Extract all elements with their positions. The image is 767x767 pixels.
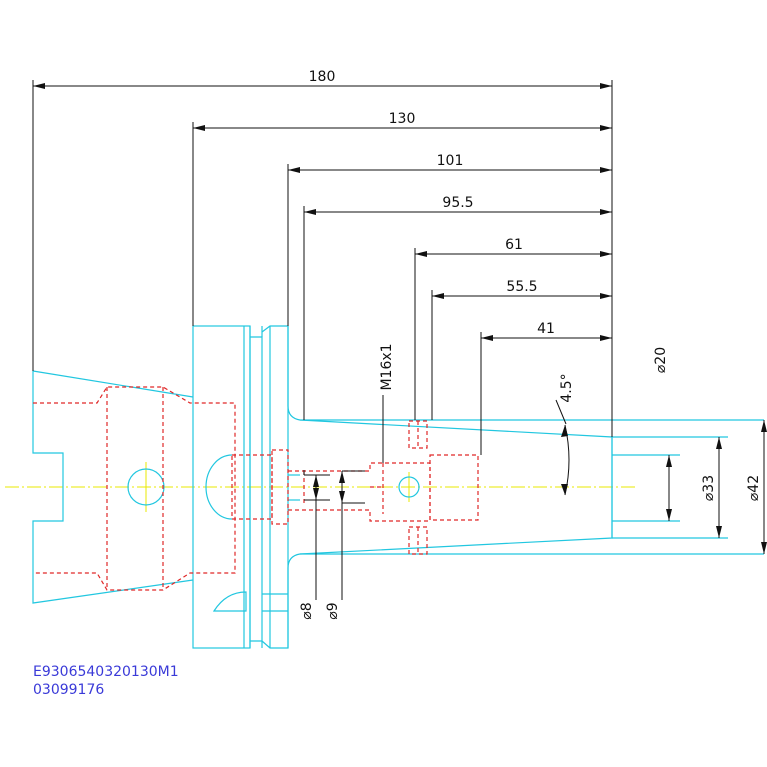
dim-101-label: 101 (437, 153, 464, 169)
part-outline (32, 325, 764, 649)
dim-180-label: 180 (309, 69, 336, 85)
dim-41-label: 41 (537, 321, 555, 337)
dia-8-label: ⌀8 (299, 602, 315, 619)
dia-20-label: ⌀20 (653, 347, 669, 373)
part-code-line-1: E9306540320130M1 (33, 664, 179, 680)
dimension-lines (32, 80, 765, 600)
taper-angle-label: 4.5° (559, 373, 575, 402)
dim-130-label: 130 (389, 111, 416, 127)
dim-95-5-label: 95.5 (442, 195, 473, 211)
dia-9-label: ⌀9 (325, 602, 341, 619)
dim-55-5-label: 55.5 (506, 279, 537, 295)
thread-label: M16x1 (379, 343, 395, 390)
dia-42-label: ⌀42 (746, 475, 762, 501)
hidden-lines (33, 386, 479, 591)
dim-61-label: 61 (505, 237, 523, 253)
dia-33-label: ⌀33 (701, 475, 717, 501)
arrowheads (33, 83, 767, 554)
part-code-line-2: 03099176 (33, 682, 105, 698)
